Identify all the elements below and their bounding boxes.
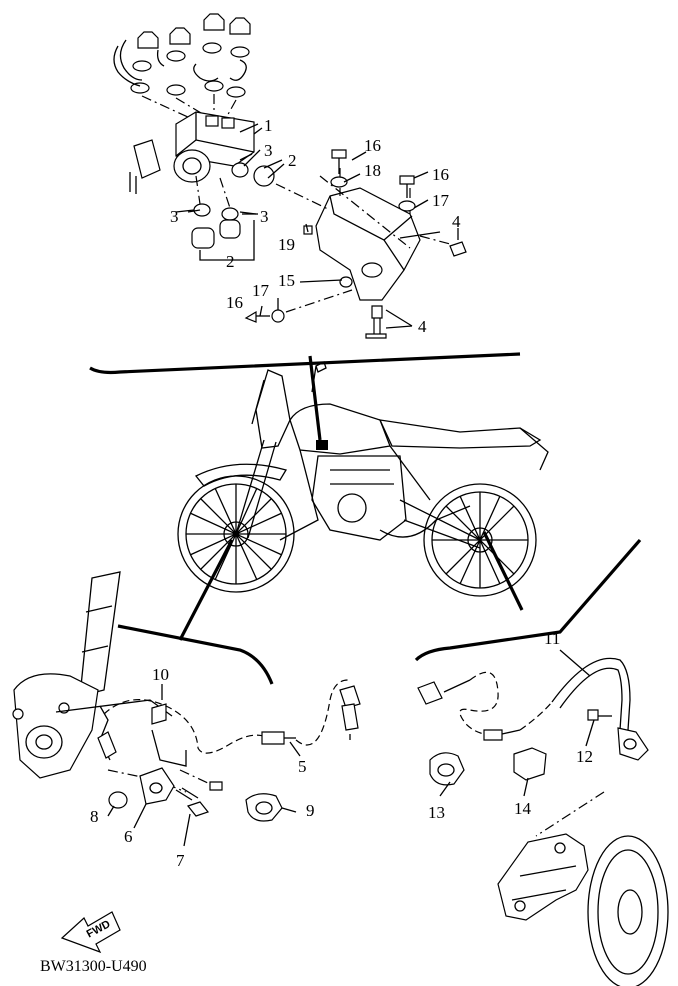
callout-16: 16 [432,165,449,184]
callout-17: 17 [432,191,449,210]
top-group-pointer [308,355,322,441]
callout-16: 16 [364,136,381,155]
leader-lines-top [187,123,459,329]
callout-9: 9 [306,801,315,820]
rear-group-bar [414,538,642,662]
dampers [175,175,257,261]
leader-lines-front [107,684,301,847]
bracket-bolts [244,149,467,339]
callout-15: 15 [278,271,295,290]
abs-unit-group [113,13,467,339]
front-group-bar [117,624,274,685]
callout-3: 3 [260,207,269,226]
callout-2: 2 [288,151,297,170]
callout-12: 12 [576,747,593,766]
fwd-arrow-icon: FWD [60,911,121,954]
motorcycle [177,361,549,597]
front-group-pointer [178,539,234,641]
callout-4: 4 [452,212,461,231]
callout-5: 5 [298,757,307,776]
callout-6: 6 [124,827,133,846]
callout-16: 16 [226,293,243,312]
abs-location-marker [316,440,328,450]
diagram-code: BW31300-U490 [40,958,147,975]
callout-11: 11 [544,629,561,648]
rear-group-pointer [482,531,524,611]
rear-sensor-group [417,657,669,986]
top-group-bar [89,352,521,375]
abs-bracket [275,168,451,313]
callout-14: 14 [514,799,531,818]
callout-18: 18 [364,161,381,180]
hydraulic-unit [129,111,283,194]
callout-10: 10 [152,665,169,684]
brake-pipe-bolts [113,13,251,119]
callout-8: 8 [90,807,99,826]
callout-4: 4 [418,317,427,336]
callout-3: 3 [264,141,273,160]
callout-13: 13 [428,803,445,822]
callout-2: 2 [226,252,235,271]
callout-1: 1 [264,116,273,135]
callout-19: 19 [278,235,295,254]
callout-7: 7 [176,851,185,870]
callout-17: 17 [252,281,269,300]
leader-lines-rear [439,649,595,797]
front-sensor-group [12,571,361,822]
callout-3: 3 [170,207,179,226]
